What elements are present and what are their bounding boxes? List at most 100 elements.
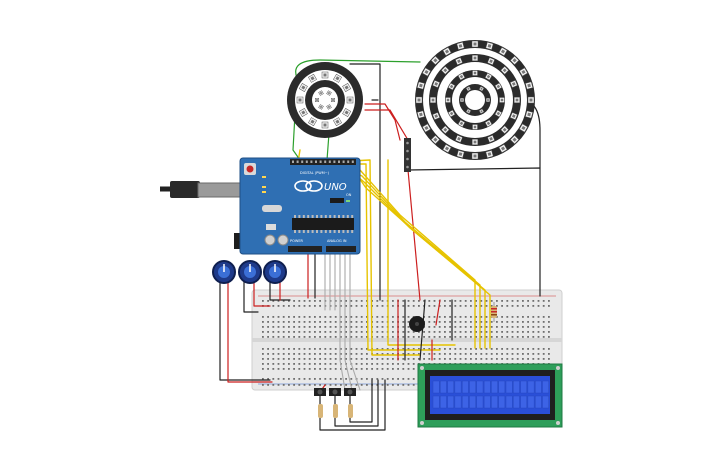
red-wire[interactable] — [407, 169, 421, 301]
breadboard-hole — [501, 331, 503, 333]
breadboard-hole — [272, 336, 275, 338]
black-wire[interactable] — [269, 279, 291, 301]
breadboard-hole — [366, 336, 368, 338]
pushbutton-3[interactable] — [344, 388, 356, 396]
button-resistor-1[interactable] — [318, 404, 323, 418]
lcd-display[interactable] — [417, 363, 563, 428]
green-wire[interactable] — [295, 59, 421, 79]
breadboard-hole — [345, 358, 347, 360]
breadboard-hole — [345, 348, 347, 350]
header-pin[interactable] — [338, 160, 340, 164]
neopixel-led-chip — [335, 76, 340, 81]
header-pin[interactable] — [319, 160, 322, 164]
button-resistor-3[interactable] — [348, 404, 353, 418]
lcd-cell — [454, 380, 462, 394]
lcd-cell — [513, 395, 520, 409]
breadboard-hole — [527, 358, 529, 360]
neopixel-led-chip — [480, 87, 483, 90]
neopixel-led-chip — [457, 137, 461, 141]
black-wire[interactable] — [419, 299, 426, 361]
red-wire[interactable] — [435, 299, 441, 326]
breadboard-hole — [277, 300, 280, 302]
red-wire[interactable] — [253, 279, 271, 307]
header-pin[interactable] — [328, 160, 331, 164]
breadboard-hole — [470, 321, 472, 323]
potentiometer-1[interactable] — [212, 260, 236, 284]
piezo-buzzer[interactable] — [409, 316, 425, 332]
digital-header[interactable] — [290, 159, 356, 165]
resistor[interactable] — [491, 302, 497, 322]
black-wire[interactable] — [219, 279, 271, 381]
breadboard-hole — [407, 326, 410, 328]
black-wire[interactable] — [407, 167, 541, 297]
chip-leg — [316, 230, 318, 233]
breadboard-hole — [293, 363, 295, 365]
lcd-cell — [535, 395, 542, 409]
breadboard-hole — [308, 326, 311, 328]
header-pin[interactable] — [305, 160, 308, 164]
header-pin[interactable] — [310, 160, 313, 164]
header-pin[interactable] — [333, 160, 336, 164]
button-resistor-2[interactable] — [333, 404, 338, 418]
breadboard-hole — [376, 358, 379, 360]
neopixel-ring-12[interactable] — [287, 62, 363, 138]
analog-wire[interactable] — [344, 251, 353, 391]
breadboard-hole — [412, 358, 415, 360]
breadboard-hole — [329, 321, 332, 323]
red-wire[interactable] — [364, 109, 409, 141]
breadboard-hole — [376, 378, 379, 380]
red-wire[interactable] — [364, 103, 401, 141]
breadboard-hole — [485, 316, 488, 318]
breadboard-hole — [267, 353, 269, 355]
breadboard-hole — [480, 300, 483, 302]
analog-wire[interactable] — [349, 251, 361, 391]
breadboard-hole — [272, 316, 275, 318]
black-wire[interactable] — [243, 279, 259, 313]
header-pin[interactable] — [342, 160, 345, 164]
breadboard-hole — [506, 353, 509, 355]
header-pin[interactable] — [315, 160, 317, 164]
breadboard-hole — [293, 384, 295, 386]
potentiometer-3[interactable] — [263, 260, 287, 284]
header-pin[interactable] — [301, 160, 304, 164]
analog-header[interactable] — [326, 246, 356, 252]
header-pin[interactable] — [347, 160, 350, 164]
neopixel-led-chip — [433, 137, 438, 142]
neopixel-ring-24[interactable] — [415, 40, 535, 160]
header-pin[interactable] — [324, 160, 327, 164]
breadboard-hole — [444, 305, 446, 307]
breadboard-hole — [272, 353, 275, 355]
pushbutton-1[interactable] — [314, 388, 326, 396]
header-pin[interactable] — [351, 160, 354, 164]
arduino-uno[interactable]: UNO DIGITAL (PWM~) POWER ANALOG IN ON — [160, 157, 361, 255]
breadboard-hole — [386, 363, 389, 365]
pin-header[interactable] — [404, 138, 411, 172]
breadboard-hole — [376, 321, 379, 323]
neopixel-led-chip — [515, 98, 519, 102]
power-header[interactable] — [288, 246, 322, 252]
breadboard-hole — [490, 326, 493, 328]
potentiometer-2[interactable] — [238, 260, 262, 284]
breadboard-hole — [303, 384, 306, 386]
breadboard-hole — [267, 363, 269, 365]
breadboard-hole — [355, 300, 358, 302]
header-pin[interactable] — [296, 160, 299, 164]
yellow-wire[interactable] — [387, 159, 456, 346]
header-pin[interactable] — [292, 160, 294, 164]
breadboard-hole — [464, 353, 467, 355]
analog-wire[interactable] — [339, 251, 346, 391]
pushbutton-2[interactable] — [329, 388, 341, 396]
breadboard-hole — [366, 378, 368, 380]
red-wire[interactable] — [227, 279, 273, 383]
breadboard-hole — [501, 300, 503, 302]
breadboard-hole — [548, 316, 550, 318]
black-wire[interactable] — [349, 63, 381, 301]
breadboard-hole — [350, 368, 353, 370]
breadboard-hole — [293, 305, 295, 307]
lcd-cell — [469, 380, 476, 394]
breadboard-hole — [319, 363, 321, 365]
yellow-wire[interactable] — [354, 171, 491, 349]
breadboard-hole — [407, 316, 410, 318]
breadboard-hole — [464, 331, 467, 333]
breadboard-hole — [480, 316, 483, 318]
